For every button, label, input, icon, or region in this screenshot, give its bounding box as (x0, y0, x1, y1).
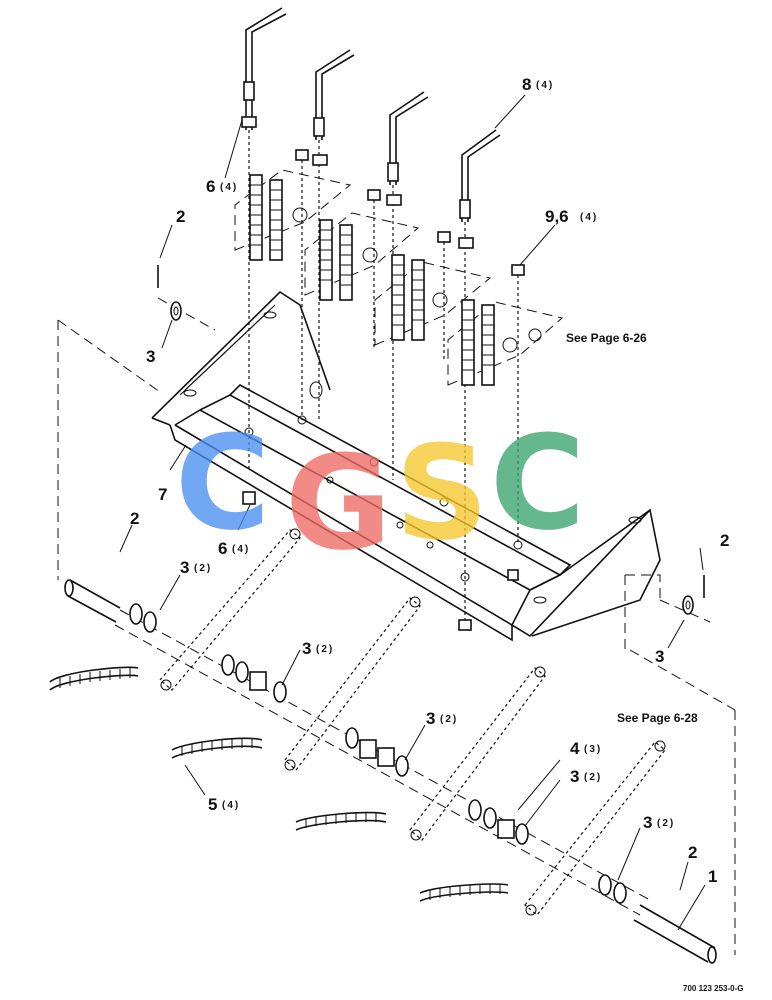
left-leaders (57, 265, 216, 580)
watermark-letter-2: G (285, 427, 392, 579)
hex-nuts (241, 116, 525, 545)
callout-2-bottom: 2 (688, 843, 697, 862)
callout-9-6: 9,6 (545, 207, 569, 226)
callout-6-top: 6 (206, 177, 215, 196)
qty-3-pair-4: (2) (584, 772, 602, 783)
callout-1: 1 (708, 867, 717, 886)
qty-6-bottom: (4) (232, 544, 250, 555)
callout-3-right: 3 (655, 647, 664, 666)
leader-lines (119, 94, 706, 931)
callout-4: 4 (570, 739, 580, 758)
callout-6-bottom: 6 (218, 539, 227, 558)
bushings-washers (221, 654, 627, 904)
callout-8: 8 (522, 75, 531, 94)
spring-hanger-1 (234, 169, 352, 261)
qty-9-6: (4) (580, 212, 598, 223)
callout-5: 5 (208, 795, 217, 814)
qty-5: (4) (222, 800, 240, 811)
qty-3-pair-2: (2) (316, 644, 334, 655)
arms (159, 528, 666, 916)
qty-8: (4) (536, 80, 554, 91)
callout-3-pair-2: 3 (302, 639, 311, 658)
watermark-letter-1: C (175, 407, 270, 559)
watermark: C G S C (175, 407, 585, 579)
callout-3-pair-1: 3 (180, 558, 189, 577)
spring-hanger-2 (304, 212, 420, 301)
springs (49, 666, 509, 902)
spring-hanger-3 (374, 254, 492, 346)
qty-6-top: (4) (220, 182, 238, 193)
drawing-number: 700 123 253-0-G (683, 984, 744, 993)
callout-3-left: 3 (146, 347, 155, 366)
note-see-page-6-28: See Page 6-28 (617, 711, 698, 725)
channel-frame (151, 290, 661, 642)
end-pin (633, 904, 717, 964)
callout-3-pair-3: 3 (426, 709, 435, 728)
callouts: 8 (4) 6 (4) 2 9,6 (4) See Page 6-26 3 7 … (130, 75, 744, 993)
watermark-letter-4: C (490, 407, 585, 559)
right-leaders (624, 574, 736, 955)
qty-3-pair-1: (2) (194, 563, 212, 574)
callout-2-left-mid: 2 (130, 509, 139, 528)
callout-2-left-top: 2 (176, 207, 185, 226)
spring-hanger-4 (447, 299, 564, 386)
pivot-shaft (64, 579, 651, 916)
callout-7: 7 (158, 485, 167, 504)
qty-3-pair-3: (2) (440, 714, 458, 725)
frame-nuts (242, 491, 519, 631)
note-see-page-6-26: See Page 6-26 (566, 331, 647, 345)
callout-3-pair-4: 3 (570, 767, 579, 786)
callout-2-right: 2 (720, 531, 729, 550)
bolt-threads (243, 81, 471, 219)
qty-3-pair-5: (2) (657, 818, 675, 829)
watermark-letter-3: S (395, 417, 489, 569)
callout-3-pair-5: 3 (643, 813, 652, 832)
qty-4: (3) (584, 744, 602, 755)
